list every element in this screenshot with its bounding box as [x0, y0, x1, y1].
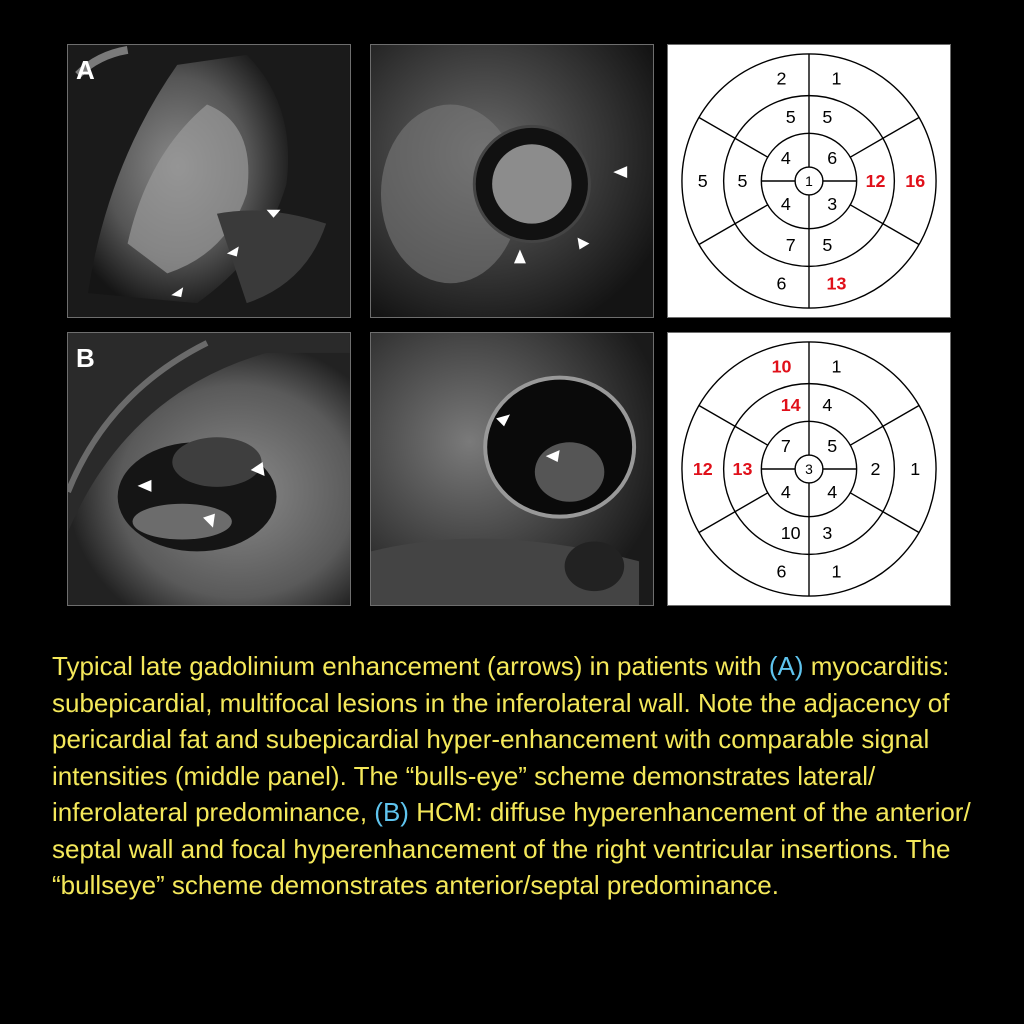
segment-divider [698, 404, 769, 446]
bullseye-outer-value: 1 [910, 459, 920, 479]
bullseye-inner-value: 4 [827, 482, 837, 502]
arrowhead [545, 450, 560, 463]
bullseye-outer-value: 1 [832, 356, 842, 376]
caption-marker-a: (A) [768, 651, 804, 681]
bullseye-inner-value: 4 [781, 482, 791, 502]
caption-text-3: HCM: diffuse hyperenhancement of the ant… [52, 797, 971, 900]
bullseye-inner-value: 6 [827, 148, 837, 168]
bullseye-mid-value: 5 [822, 107, 832, 127]
bullseye-outer-value: 2 [777, 68, 787, 88]
bullseye-mid-value: 5 [738, 171, 748, 191]
arrowhead [171, 287, 184, 298]
caption-marker-b: (B) [374, 797, 409, 827]
arrowhead [577, 237, 590, 250]
bullseye-mid-value: 12 [866, 171, 886, 191]
segment-divider [698, 204, 769, 246]
bullseye-inner-value: 7 [781, 436, 791, 456]
bullseye-mid-value: 4 [822, 395, 832, 415]
segment-divider [849, 404, 920, 446]
arrowhead [226, 246, 239, 257]
bullseye-mid-value: 10 [781, 523, 801, 543]
bullseye-inner-value: 4 [781, 148, 791, 168]
bullseye-outer-value: 1 [832, 562, 842, 582]
mri-image-a1 [68, 45, 350, 317]
bullseye-outer-value: 6 [777, 274, 787, 294]
arrowhead [613, 166, 628, 179]
bullseye-outer-value: 12 [693, 459, 713, 479]
mri-panel-b-long-axis: B [67, 332, 351, 606]
arrowhead [203, 513, 215, 528]
caption-text-2: myocarditis: subepicardial, multifocal l… [52, 651, 950, 827]
mri-panel-a-long-axis: A [67, 44, 351, 318]
bullseye-mid-value: 3 [822, 523, 832, 543]
segment-divider [698, 492, 769, 534]
bullseye-inner-value: 4 [781, 194, 791, 214]
bullseye-mid-value: 13 [733, 459, 753, 479]
bullseye-mid-value: 14 [781, 395, 801, 415]
segment-divider [849, 116, 920, 158]
panel-label-a: A [76, 55, 95, 85]
mri-image-a2 [371, 45, 653, 317]
bullseye-mid-value: 5 [786, 107, 796, 127]
bullseye-mid-value: 5 [822, 235, 832, 255]
arrowhead [250, 462, 265, 476]
bullseye-inner-value: 5 [827, 436, 837, 456]
arrowhead [496, 414, 511, 427]
segment-divider [849, 492, 920, 534]
bullseye-outer-value: 10 [772, 356, 792, 376]
mri-image-b2 [371, 333, 653, 605]
panel-label-b: B [76, 343, 95, 373]
arrowhead [266, 209, 281, 218]
bullseye-mid-value: 7 [786, 235, 796, 255]
arrowhead [513, 249, 526, 264]
bullseye-inner-value: 3 [827, 194, 837, 214]
arrowhead [137, 479, 152, 492]
segment-divider [849, 204, 920, 246]
bullseye-outer-value: 6 [777, 562, 787, 582]
bullseye-apex-value: 1 [805, 173, 813, 189]
caption-text-1: Typical late gadolinium enhancement (arr… [52, 651, 769, 681]
bullseye-outer-value: 16 [905, 171, 925, 191]
mri-image-b1 [68, 333, 350, 605]
bullseye-apex-value: 3 [805, 461, 813, 477]
mri-panel-a-short-axis [370, 44, 654, 318]
figure-caption: Typical late gadolinium enhancement (arr… [52, 648, 982, 904]
mri-panel-b-short-axis [370, 332, 654, 606]
segment-divider [698, 116, 769, 158]
bullseye-mid-value: 2 [871, 459, 881, 479]
bullseye-outer-value: 1 [832, 68, 842, 88]
bullseye-outer-value: 13 [827, 274, 847, 294]
bullseye-outer-value: 5 [698, 171, 708, 191]
